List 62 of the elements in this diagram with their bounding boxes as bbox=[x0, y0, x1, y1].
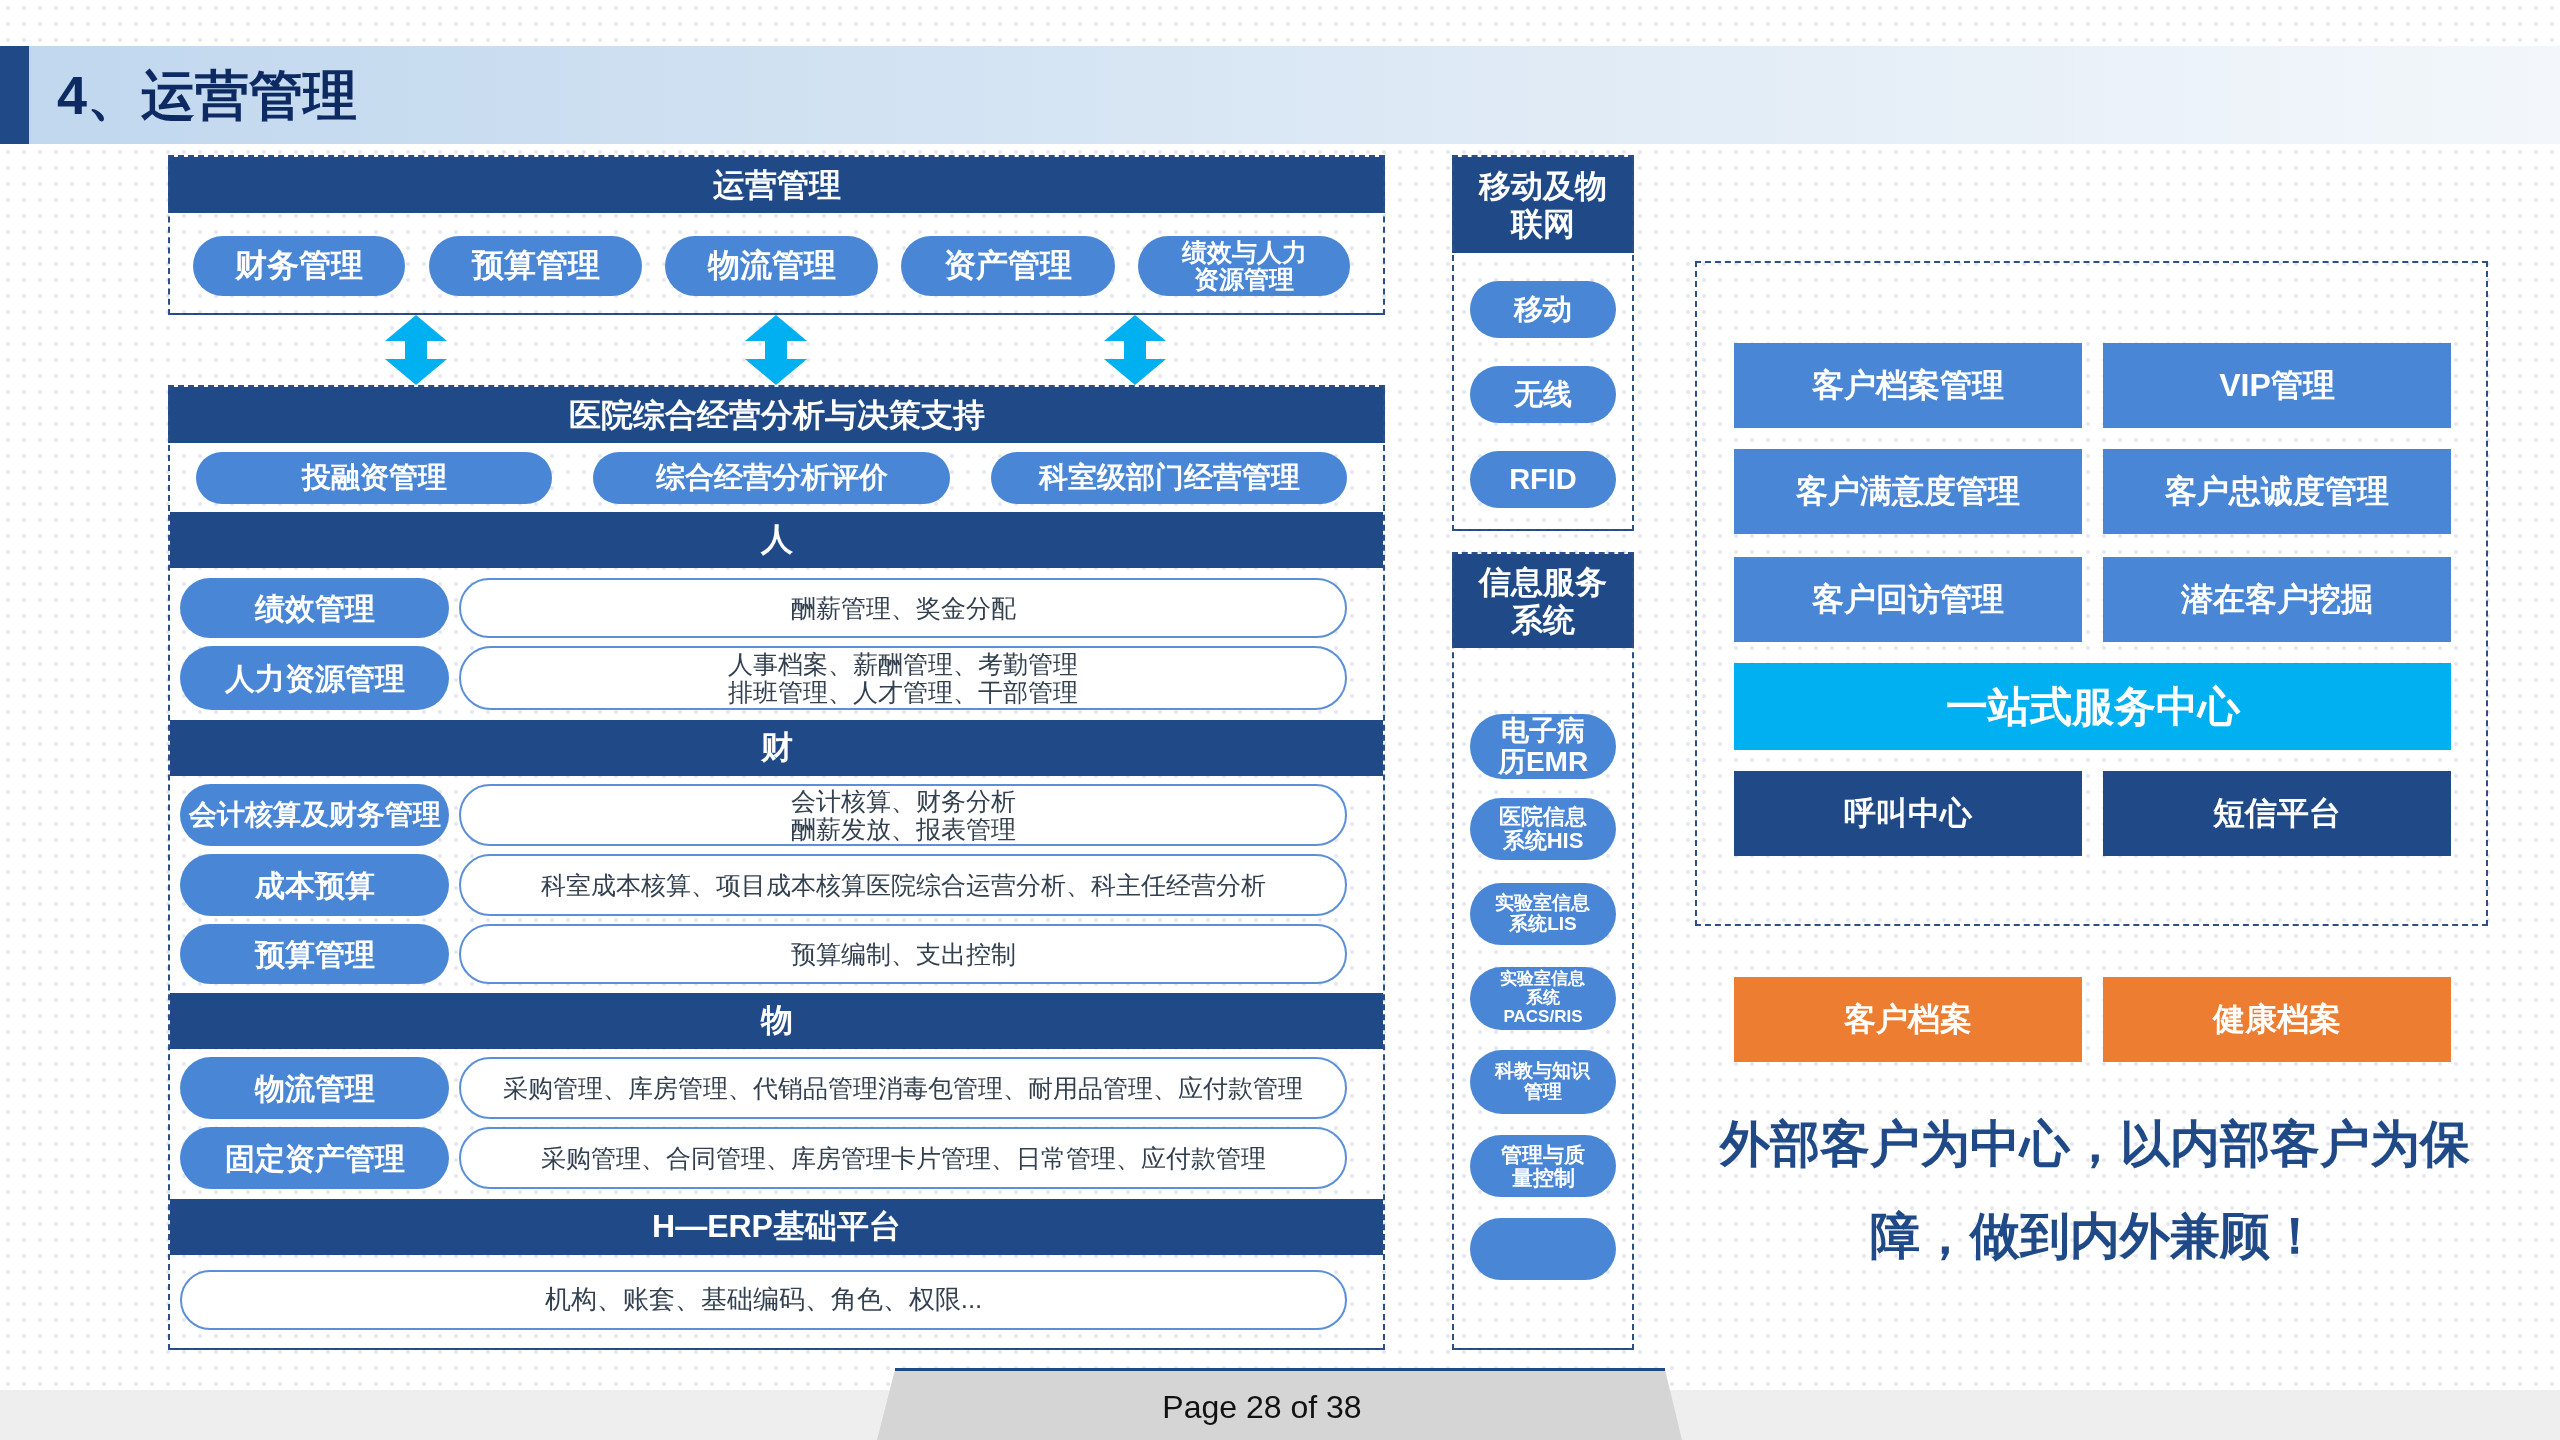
section-header-bar: 财 bbox=[170, 720, 1383, 776]
function-list: 采购管理、库房管理、代销品管理消毒包管理、耐用品管理、应付款管理 bbox=[459, 1057, 1347, 1119]
function-list: 采购管理、合同管理、库房管理卡片管理、日常管理、应付款管理 bbox=[459, 1127, 1347, 1189]
double-arrow bbox=[1104, 315, 1166, 385]
section-header-bar: 物 bbox=[170, 993, 1383, 1049]
titled-dashed-panel bbox=[168, 385, 1385, 1350]
titled-dashed-panel bbox=[1452, 155, 1634, 531]
function-list: 酬薪管理、奖金分配 bbox=[459, 578, 1347, 638]
function-list: 预算编制、支出控制 bbox=[459, 924, 1347, 984]
module-pill: 实验室信息系统LIS bbox=[1470, 883, 1616, 945]
double-arrow bbox=[745, 315, 807, 385]
record-tile: 客户档案 bbox=[1734, 977, 2082, 1062]
module-pill: 投融资管理 bbox=[196, 452, 552, 504]
module-pill: 实验室信息系统PACS/RIS bbox=[1470, 967, 1616, 1030]
double-arrow bbox=[385, 315, 447, 385]
service-tile: 潜在客户挖掘 bbox=[2103, 557, 2451, 642]
service-tile: 短信平台 bbox=[2103, 771, 2451, 856]
panel-title: 运营管理 bbox=[711, 165, 842, 205]
module-pill: 预算管理 bbox=[180, 924, 449, 984]
module-pill: 科教与知识管理 bbox=[1470, 1050, 1616, 1114]
page-number: Page 28 of 38 bbox=[1162, 1388, 1362, 1426]
panel-title: 移动及物联网 bbox=[1477, 166, 1608, 244]
function-list: 机构、账套、基础编码、角色、权限... bbox=[180, 1270, 1347, 1330]
titled-dashed-panel bbox=[1452, 552, 1634, 1350]
module-pill: 绩效管理 bbox=[180, 578, 449, 638]
module-pill: 会计核算及财务管理 bbox=[180, 784, 449, 846]
service-tile: VIP管理 bbox=[2103, 343, 2451, 428]
module-pill: 综合经营分析评价 bbox=[593, 452, 950, 504]
module-pill: 成本预算 bbox=[180, 854, 449, 916]
panel-title: 信息服务系统 bbox=[1477, 562, 1608, 640]
module-pill: 人力资源管理 bbox=[180, 646, 449, 710]
service-tile: 客户忠诚度管理 bbox=[2103, 449, 2451, 534]
module-pill: 绩效与人力资源管理 bbox=[1138, 236, 1350, 296]
function-list: 科室成本核算、项目成本核算医院综合运营分析、科主任经营分析 bbox=[459, 854, 1347, 916]
module-pill: 无线 bbox=[1470, 366, 1616, 423]
module-pill: 固定资产管理 bbox=[180, 1127, 449, 1189]
record-tile: 健康档案 bbox=[2103, 977, 2451, 1062]
module-pill: 管理与质量控制 bbox=[1470, 1135, 1616, 1197]
slogan-text: 外部客户为中心，以内部客户为保障，做到内外兼顾！ bbox=[1718, 1115, 2471, 1266]
module-pill: 移动 bbox=[1470, 281, 1616, 338]
function-list: 人事档案、薪酬管理、考勤管理排班管理、人才管理、干部管理 bbox=[459, 646, 1347, 710]
module-pill: RFID bbox=[1470, 451, 1616, 508]
service-tile: 客户回访管理 bbox=[1734, 557, 2082, 642]
function-list: 会计核算、财务分析酬薪发放、报表管理 bbox=[459, 784, 1347, 846]
module-pill: 科室级部门经营管理 bbox=[991, 452, 1347, 504]
slide-title: 4、运营管理 bbox=[57, 64, 358, 126]
module-pill: 物流管理 bbox=[180, 1057, 449, 1119]
section-header-bar: 人 bbox=[170, 512, 1383, 568]
dashed-panel bbox=[1695, 261, 2488, 926]
section-header-bar: H—ERP基础平台 bbox=[170, 1199, 1383, 1255]
module-pill: 资产管理 bbox=[901, 236, 1115, 296]
module-pill: 医院信息系统HIS bbox=[1470, 798, 1616, 860]
panel-title: 医院综合经营分析与决策支持 bbox=[567, 395, 986, 435]
service-tile: 呼叫中心 bbox=[1734, 771, 2082, 856]
module-pill: 电子病历EMR bbox=[1470, 714, 1616, 779]
service-tile: 客户满意度管理 bbox=[1734, 449, 2082, 534]
service-banner: 一站式服务中心 bbox=[1734, 663, 2451, 750]
module-pill: 物流管理 bbox=[665, 236, 878, 296]
module-pill: 预算管理 bbox=[429, 236, 642, 296]
titled-dashed-panel bbox=[168, 155, 1385, 315]
service-tile: 客户档案管理 bbox=[1734, 343, 2082, 428]
module-pill: 财务管理 bbox=[193, 236, 405, 296]
